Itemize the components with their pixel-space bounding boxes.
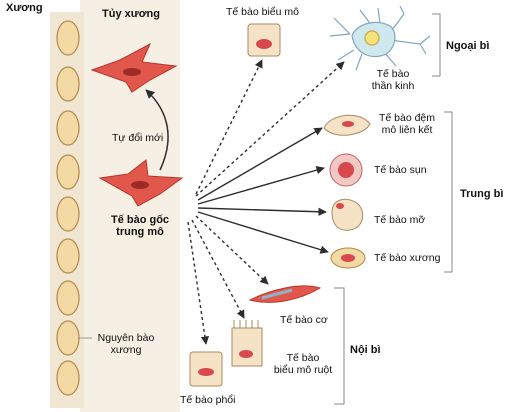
stem-cell-main — [98, 159, 184, 207]
chondrocyte-cell — [329, 153, 363, 187]
adipocyte-cell — [331, 198, 364, 231]
muscle-cell — [248, 285, 322, 303]
self-renewal-label: Tự đổi mới — [112, 132, 164, 144]
epithelial-cell — [247, 23, 281, 57]
self-renewal-arrow — [145, 89, 169, 171]
differentiation-arrows — [187, 59, 345, 345]
osteocyte-label: Tế bào xương — [374, 252, 441, 264]
chondrocyte-label: Tế bào sụn — [374, 164, 427, 176]
stem-cell-top — [90, 42, 178, 93]
muscle-label: Tế bào cơ — [280, 314, 328, 326]
lung-label: Tế bào phổi — [180, 394, 236, 406]
endoderm-bracket — [334, 287, 345, 405]
mesoderm-bracket — [444, 111, 453, 273]
neuron-cell — [329, 5, 431, 71]
gut-epithelial-cell — [231, 320, 263, 367]
osteocyte-cell — [330, 247, 366, 269]
adipocyte-label: Tế bào mỡ — [374, 214, 426, 226]
ectoderm-bracket — [432, 13, 441, 77]
mesoderm-label: Trung bì — [460, 188, 504, 200]
marrow-label: Tủy xương — [102, 8, 160, 20]
ectoderm-label: Ngoại bì — [446, 40, 490, 52]
bone-cell-column — [50, 12, 84, 408]
fibroblast-cell — [323, 114, 371, 136]
bone-label: Xương — [6, 2, 43, 14]
endoderm-label: Nội bì — [350, 344, 381, 356]
lung-cell — [189, 351, 223, 387]
epithelial-label: Tế bào biểu mô — [226, 6, 299, 18]
